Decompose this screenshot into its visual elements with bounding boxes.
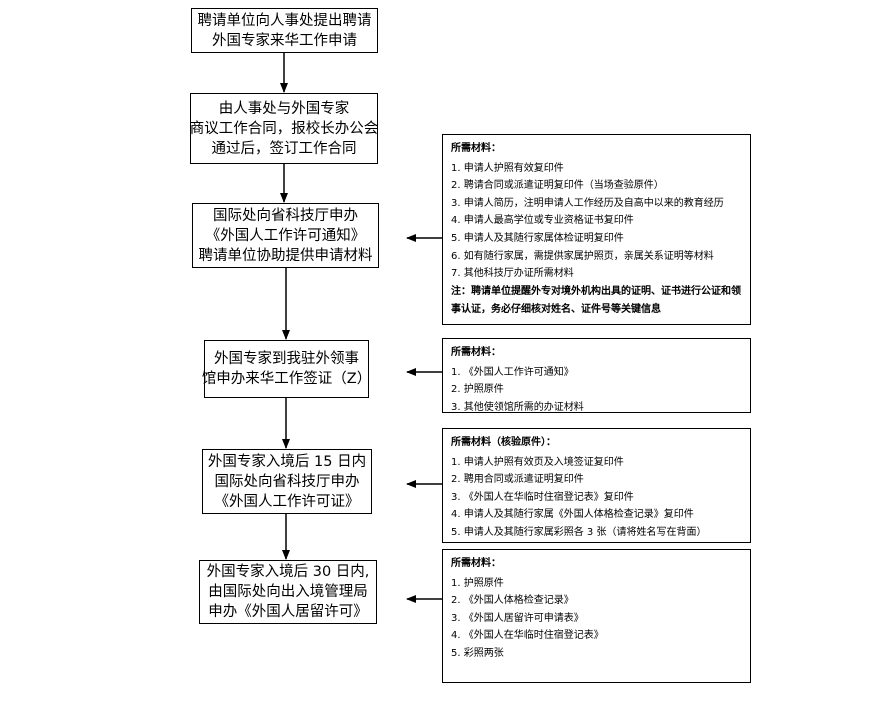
materials-item: 5. 申请人及其随行家属体检证明复印件 [451,232,624,244]
flow-step-6: 外国专家入境后 30 日内, 由国际处向出入境管理局 申办《外国人居留许可》 [199,560,377,624]
materials-item: 2. 聘用合同或派遣证明复印件 [451,474,584,486]
materials-item: 4. 《外国人在华临时住宿登记表》 [451,630,604,642]
step-line: 聘请单位向人事处提出聘请 [197,12,372,29]
materials-item: 4. 申请人及其随行家属《外国人体格检查记录》复印件 [451,509,694,521]
materials-item: 3. 申请人简历，注明申请人工作经历及自高中以来的教育经历 [451,197,724,209]
step-line: 外国专家入境后 15 日内 [207,453,367,470]
materials-item: 6. 如有随行家属，需提供家属护照页，亲属关系证明等材料 [451,250,714,262]
step-line: 《外国人工作许可通知》 [205,227,366,244]
materials-box-3: 所需材料（核验原件）： 1. 申请人护照有效页及入境签证复印件 2. 聘用合同或… [442,428,751,543]
step-line: 国际处向省科技厅申办 [213,207,358,224]
materials-item: 5. 彩照两张 [451,647,504,659]
materials-item: 3. 《外国人在华临时住宿登记表》复印件 [451,491,634,503]
materials-title: 所需材料： [451,143,501,154]
step-line: 聘请单位协助提供申请材料 [198,247,373,264]
flow-step-4: 外国专家到我驻外领事 馆申办来华工作签证（Z） [201,340,372,398]
step-line: 馆申办来华工作签证（Z） [201,371,372,387]
materials-title: 所需材料： [451,558,501,569]
materials-item: 3. 《外国人居留许可申请表》 [451,612,584,624]
flow-step-3: 国际处向省科技厅申办 《外国人工作许可通知》 聘请单位协助提供申请材料 [192,203,379,268]
materials-item: 2. 护照原件 [451,384,504,396]
materials-item: 1. 护照原件 [451,577,504,589]
materials-title: 所需材料（核验原件）： [451,437,556,448]
step-line: 国际处向省科技厅申办 [214,473,360,490]
materials-item: 7. 其他科技厅办证所需材料 [451,268,574,280]
flow-step-5: 外国专家入境后 15 日内 国际处向省科技厅申办 《外国人工作许可证》 [202,449,372,514]
materials-item: 1. 申请人护照有效复印件 [451,162,564,174]
step-line: 由国际处向出入境管理局 [208,584,368,600]
materials-item: 2. 《外国人体格检查记录》 [451,595,574,607]
step-line: 外国专家入境后 30 日内, [206,564,370,580]
materials-box-2: 所需材料： 1. 《外国人工作许可通知》 2. 护照原件 3. 其他使领馆所需的… [442,338,751,413]
step-line: 由人事处与外国专家 [218,100,350,117]
step-line: 商议工作合同，报校长办公会 [189,120,379,137]
step-line: 外国专家到我驻外领事 [214,351,359,367]
materials-item: 3. 其他使领馆所需的办证材料 [451,401,584,413]
step-line: 申办《外国人居留许可》 [208,604,368,620]
materials-item: 1. 《外国人工作许可通知》 [451,366,574,378]
materials-item: 4. 申请人最高学位或专业资格证书复印件 [451,215,634,227]
materials-item: 1. 申请人护照有效页及入境签证复印件 [451,456,624,468]
materials-title: 所需材料： [451,347,501,358]
materials-box-1: 所需材料： 1. 申请人护照有效复印件 2. 聘请合同或派遣证明复印件（当场查验… [442,134,751,325]
materials-item: 2. 聘请合同或派遣证明复印件（当场查验原件） [451,180,664,192]
step-line: 通过后，签订工作合同 [211,140,357,157]
materials-box-4: 所需材料： 1. 护照原件 2. 《外国人体格检查记录》 3. 《外国人居留许可… [442,549,751,683]
flow-step-2: 由人事处与外国专家 商议工作合同，报校长办公会 通过后，签订工作合同 [190,93,378,164]
step-line: 《外国人工作许可证》 [214,493,360,510]
flow-step-1: 聘请单位向人事处提出聘请 外国专家来华工作申请 [191,8,378,53]
materials-note: 注：聘请单位提醒外专对境外机构出具的证明、证书进行公证和领事认证，务必仔细核对姓… [451,285,741,315]
step-line: 外国专家来华工作申请 [212,32,357,49]
materials-item: 5. 申请人及其随行家属彩照各 3 张（请将姓名写在背面） [451,526,707,538]
